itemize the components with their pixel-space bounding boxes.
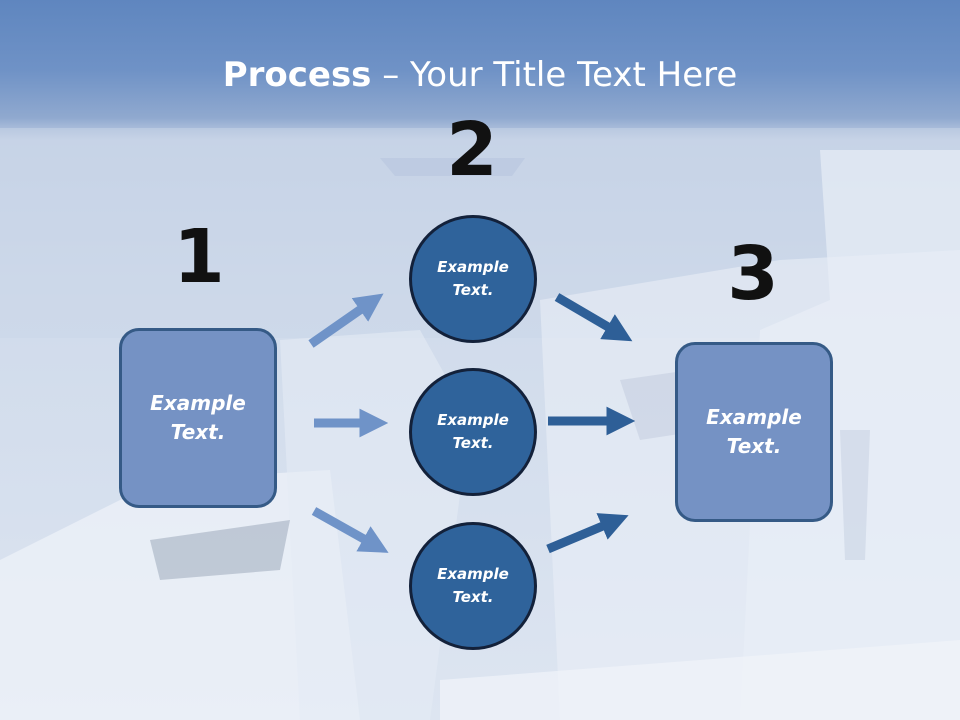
step-number-2: 2 [446, 107, 498, 193]
arrow-top-circle-to-box3 [554, 293, 633, 342]
step-3-box[interactable]: Example Text. [675, 342, 833, 522]
title-rest: – Your Title Text Here [371, 55, 738, 95]
process-circle-bottom[interactable]: Example Text. [409, 522, 537, 650]
slide-title: Process – Your Title Text Here [0, 52, 960, 98]
step-1-box[interactable]: Example Text. [119, 328, 277, 508]
process-circle-middle[interactable]: Example Text. [409, 368, 537, 496]
arrow-bottom-circle-to-box3 [546, 513, 629, 554]
step-3-box-text: Example Text. [706, 405, 802, 458]
step-number-1: 1 [173, 214, 225, 300]
process-circle-top-text: Example Text. [437, 258, 509, 299]
arrow-box1-to-top-circle [308, 293, 384, 348]
process-circle-middle-text: Example Text. [437, 411, 509, 452]
step-1-box-text: Example Text. [150, 391, 246, 444]
arrow-box1-to-bottom-circle [311, 507, 389, 553]
title-bold: Process [222, 55, 372, 95]
process-circle-top[interactable]: Example Text. [409, 215, 537, 343]
step-number-3: 3 [727, 231, 779, 317]
process-circle-bottom-text: Example Text. [437, 565, 509, 606]
